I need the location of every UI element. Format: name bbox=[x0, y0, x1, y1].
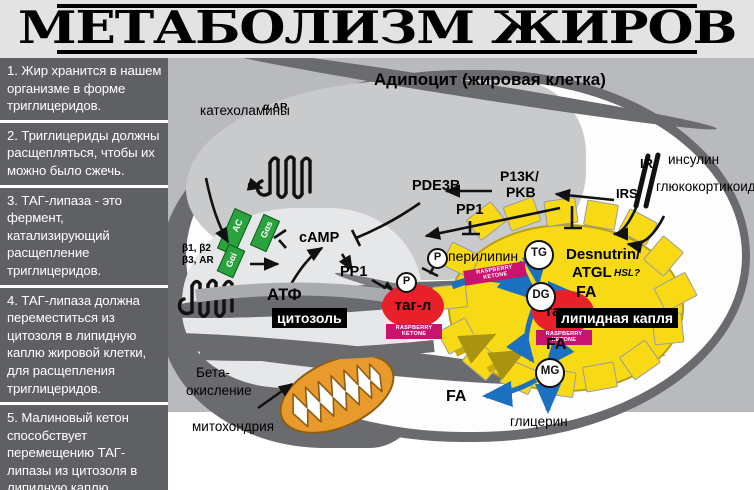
pp1-mid-label: PP1 bbox=[340, 264, 368, 280]
perilipin-label: перилипин bbox=[448, 248, 519, 264]
cytosol-label: цитозоль bbox=[272, 308, 347, 328]
beta-oxidation-label-line1: Бета- bbox=[196, 365, 230, 380]
mitochondria-label: митохондрия bbox=[192, 419, 275, 434]
fa-label-cytosol: FA bbox=[446, 388, 467, 405]
pde3b-label: PDE3B bbox=[412, 178, 461, 194]
fa-label-droplet: FA bbox=[576, 284, 597, 301]
gas-label: Gαs bbox=[258, 219, 275, 240]
sidebar-item-3: 3. ТАГ-липаза - это фермент, катализирую… bbox=[0, 188, 168, 288]
mg-label: MG bbox=[540, 365, 560, 377]
phospho-marker-cytosol: P bbox=[396, 272, 417, 293]
beta-ar-label-line1: β1, β2 bbox=[182, 243, 211, 254]
camp-label: cAMP bbox=[299, 230, 340, 246]
beta-ar-label-line2: β3, AR bbox=[182, 255, 214, 266]
glycerin-label: глицерин bbox=[510, 414, 568, 429]
cell-title: Адипоцит (жировая клетка) bbox=[374, 70, 606, 89]
lipid-droplet-label: липидная капля bbox=[556, 308, 679, 328]
phospho-label: P bbox=[433, 251, 442, 263]
irs-label: IRS bbox=[616, 186, 638, 201]
catecholamines-label: катехоламины bbox=[200, 103, 290, 118]
raspberry-ketone-badge-cytosol: RASPBERRY KETONE bbox=[386, 324, 442, 339]
sidebar-item-2: 2. Триглицериды должны расщепляться, что… bbox=[0, 123, 168, 188]
phospho-label: P bbox=[402, 275, 411, 287]
title-rule-bottom bbox=[57, 50, 697, 54]
desnutrin-label-line1: Desnutrin/ bbox=[566, 246, 641, 263]
glucocorticoids-label: глюкокортикоиды bbox=[656, 179, 754, 194]
title-rule-top bbox=[57, 4, 697, 8]
atp-label: АТФ bbox=[267, 286, 302, 304]
sidebar-item-4: 4. ТАГ-липаза должна переместиться из ци… bbox=[0, 288, 168, 406]
sidebar-item-1: 1. Жир хранится в нашем организме в форм… bbox=[0, 58, 168, 123]
perilipin-phospho-marker: P bbox=[427, 248, 448, 269]
pi3k-label-line1: P13K/ bbox=[500, 168, 539, 184]
raspberry-ketone-line1: RASPBERRY bbox=[395, 325, 433, 331]
ir-label: IR bbox=[640, 156, 653, 171]
sidebar: 1. Жир хранится в нашем организме в форм… bbox=[0, 58, 168, 490]
mitochondrion bbox=[267, 338, 407, 450]
dg-label: DG bbox=[532, 289, 550, 301]
pi3k-label-line2: PKB bbox=[506, 184, 536, 200]
diagram-body: AC Gαs Gαi bbox=[0, 58, 754, 490]
mg-circle: MG bbox=[535, 358, 565, 388]
fa-label-lower: FA bbox=[546, 336, 567, 353]
lipid-droplet-segment bbox=[582, 199, 620, 231]
mitochondrion-cristae bbox=[292, 363, 383, 428]
tg-label: TG bbox=[531, 247, 547, 259]
beta-oxidation-label-line2: окисление bbox=[186, 383, 252, 398]
desnutrin-label-line2: ATGL bbox=[572, 264, 612, 281]
page-title: МЕТАБОЛИЗМ ЖИРОВ bbox=[17, 1, 738, 54]
pp1-top-label: PP1 bbox=[456, 202, 484, 218]
sidebar-item-5: 5. Малиновый кетон способствует перемеще… bbox=[7, 410, 138, 490]
dg-circle: DG bbox=[526, 282, 556, 312]
page-header: МЕТАБОЛИЗМ ЖИРОВ bbox=[0, 0, 754, 58]
tag-lipase-label: таг-л bbox=[394, 297, 432, 314]
lipid-droplet-segment bbox=[581, 361, 619, 393]
gai-label: Gαi bbox=[223, 251, 240, 270]
raspberry-ketone-line2: KETONE bbox=[401, 331, 427, 338]
lipid-droplet-segment bbox=[543, 196, 579, 228]
insulin-label: инсулин bbox=[668, 152, 720, 167]
alpha-ar-label: α AR bbox=[263, 101, 288, 113]
adenylyl-cyclase-label: AC bbox=[230, 217, 245, 234]
tg-circle: TG bbox=[524, 240, 554, 270]
desnutrin-hsl-label: HSL? bbox=[614, 268, 641, 279]
